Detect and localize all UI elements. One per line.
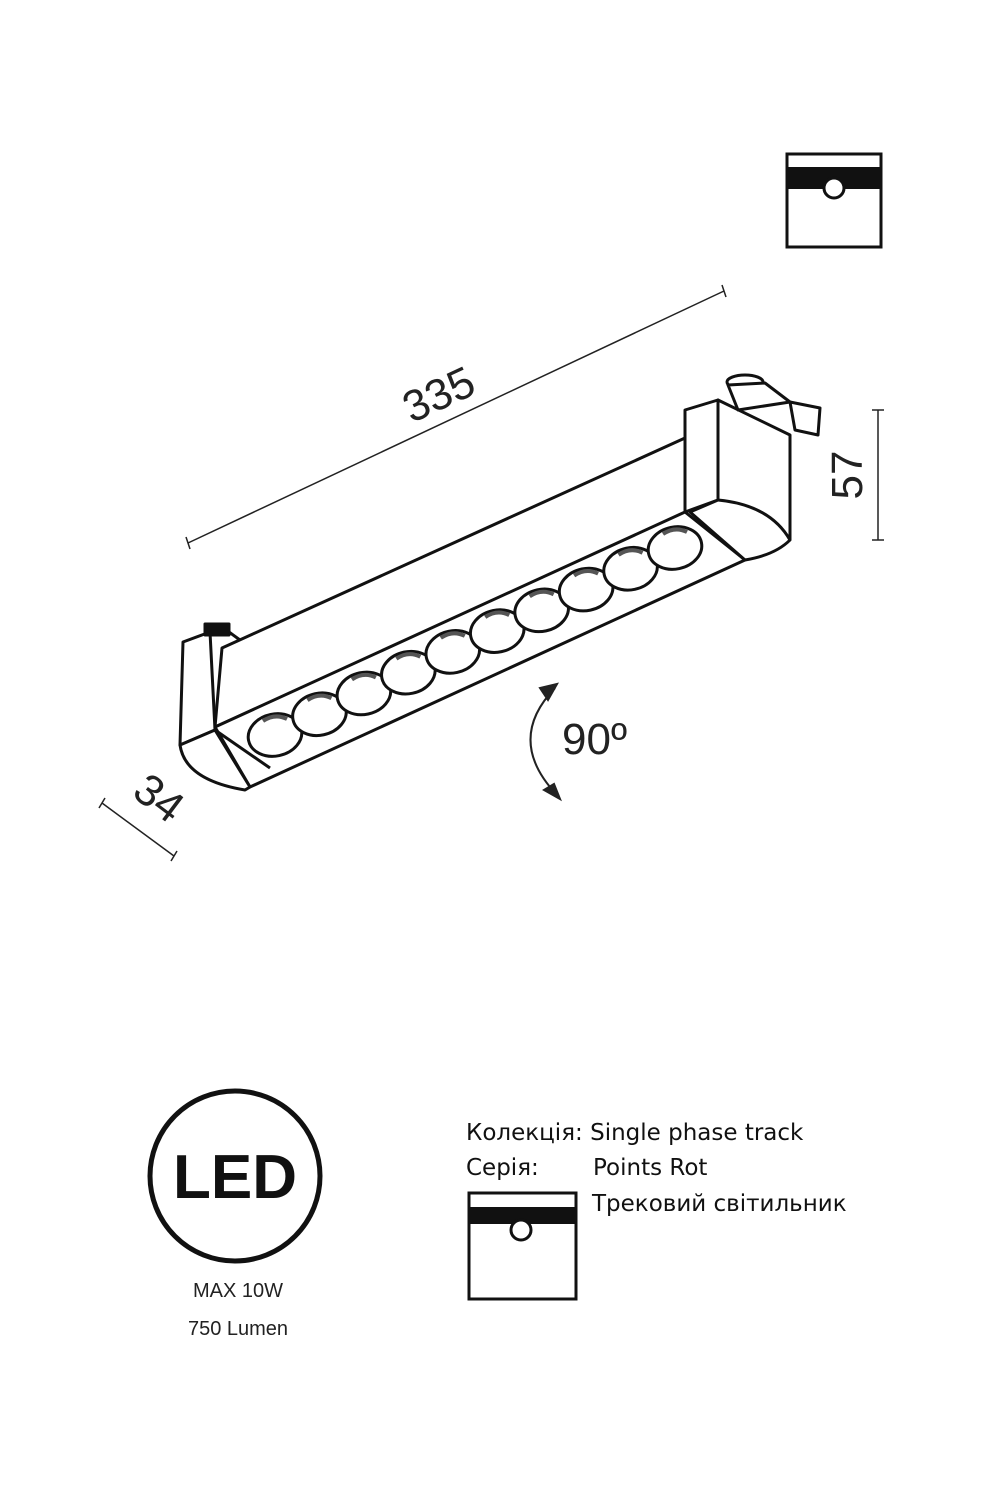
led-label: LED [173,1143,297,1212]
lens-reflector [661,527,688,536]
lens-row [246,525,704,758]
lens-reflector [350,672,377,682]
lens-reflector [261,714,288,723]
lens-reflector [528,589,555,599]
track-mount-icon [785,152,883,249]
lens-reflector [439,631,466,640]
lens-reflector [573,569,600,578]
collection-value: Single phase track [590,1120,804,1146]
length-dimension [185,284,727,550]
lens-reflector [306,693,333,702]
height-label: 57 [823,451,872,500]
length-label: 335 [395,357,482,432]
width-label: 34 [124,764,193,833]
rotation-label: 90º [562,715,627,764]
product-type: Трековий світильник [592,1191,847,1217]
collection-row: Колекція: Single phase track [466,1120,803,1146]
lens-reflector [484,610,511,619]
collection-label: Колекція: [466,1120,583,1146]
track-mount-icon [467,1191,578,1301]
led-badge: LED [147,1088,323,1264]
series-label: Серія: [466,1155,539,1181]
power-spec: MAX 10W [192,1280,284,1302]
width-dimension [98,797,178,862]
rotation-arrow-icon [529,682,562,802]
lens-reflector [617,548,644,557]
lens-reflector [395,652,422,661]
series-value: Points Rot [593,1155,708,1181]
lens [646,525,704,571]
lumen-spec: 750 Lumen [187,1318,289,1340]
series-row: Серія: Points Rot [466,1155,707,1181]
height-dimension [872,409,884,541]
